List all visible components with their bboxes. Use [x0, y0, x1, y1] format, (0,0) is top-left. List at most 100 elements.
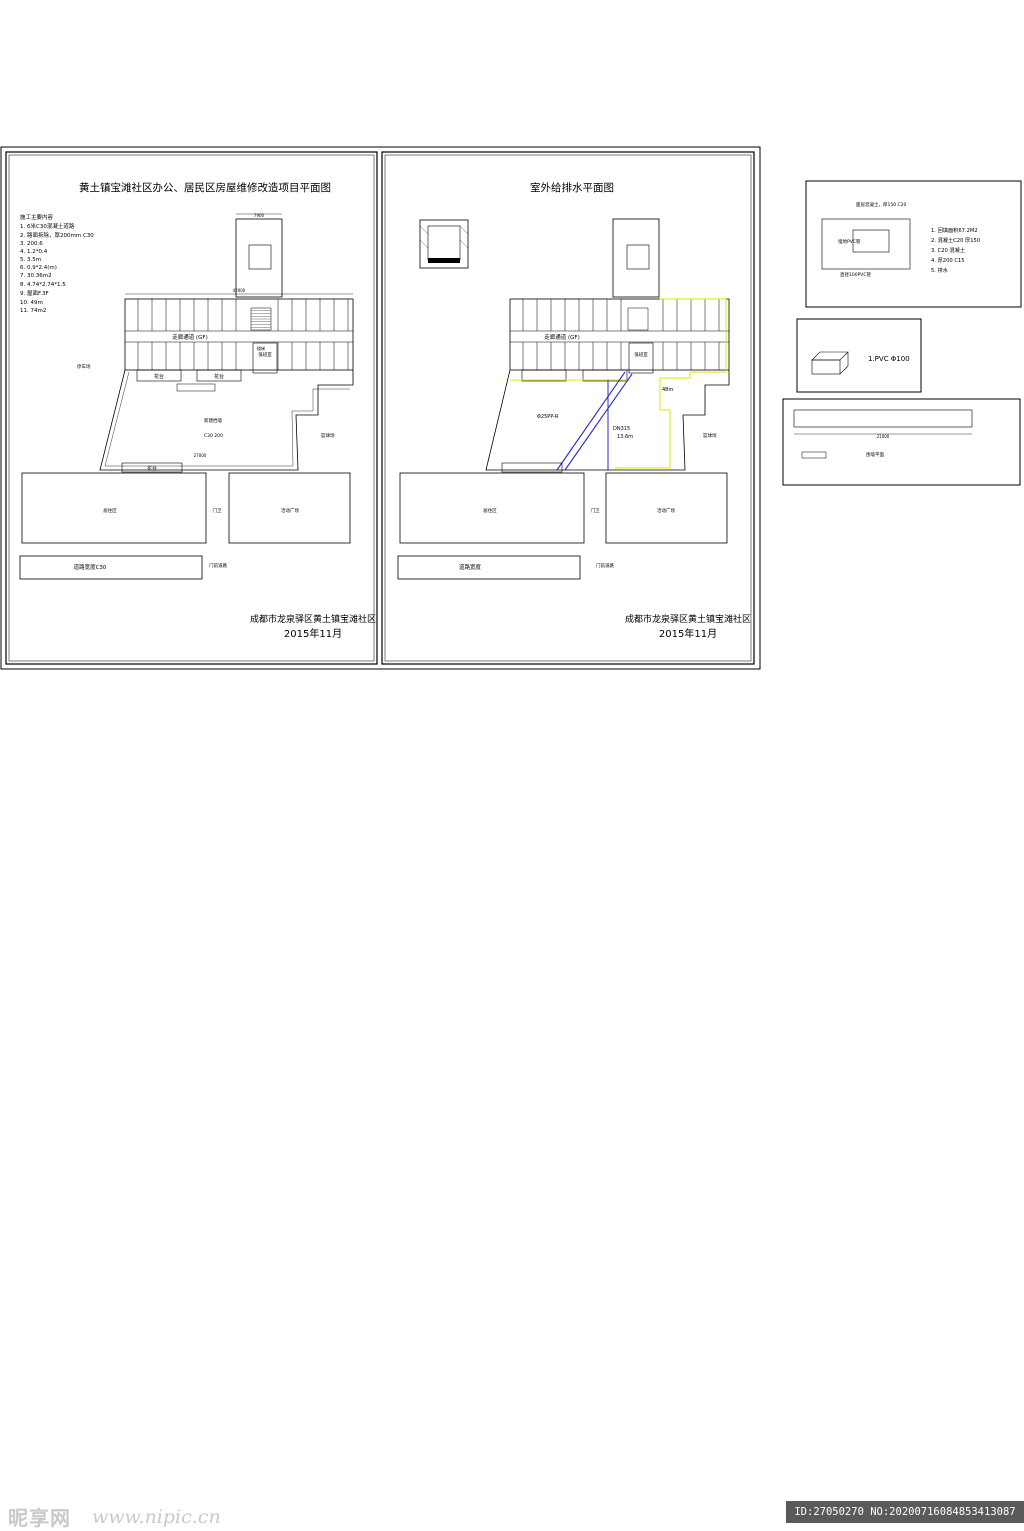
corridor-label-2: 走廊通道 (GF) [544, 333, 579, 341]
sheet1-footer-date: 2015年11月 [284, 627, 342, 640]
note-10: 10. 49m [20, 300, 43, 306]
block-right-label-2: 活动广场 [657, 507, 675, 514]
compound-wall-2 [485, 369, 730, 471]
section-hatch-3 [459, 225, 469, 235]
outer-frame [0, 146, 761, 670]
sheet2-section-detail [419, 219, 469, 269]
detail-a-note-4: 4. 厚200 C15 [931, 257, 965, 264]
block-left-label-2: 居住区 [483, 507, 497, 514]
sheet1-inner-frame [8, 154, 375, 662]
note-9: 9. 屋面F.3F [20, 290, 49, 297]
garden-2-2 [582, 369, 628, 382]
drain-pipe-blue-1 [556, 371, 626, 471]
sheet1-title: 黄土镇宝滩社区办公、居民区房屋维修改造项目平面图 [79, 181, 331, 194]
sheet2-footer-date: 2015年11月 [659, 627, 717, 640]
notes-heading: 施工主要内容 [20, 213, 54, 221]
area-right-label: 篮球场 [321, 432, 335, 439]
detail-c-small [801, 451, 827, 459]
lower-wing-2 [628, 342, 654, 374]
tower-room [248, 244, 272, 270]
dim-bottom: 27000 [194, 453, 207, 458]
gate-label-2: 门卫 [591, 507, 600, 514]
detail-b-label: 1.PVC Φ100 [868, 355, 910, 363]
road-label-s2: 道路宽度 [459, 563, 482, 571]
sheet1-frame [5, 151, 378, 665]
block-left-label: 居住区 [103, 507, 117, 514]
detail-b-frame [796, 318, 922, 393]
section-inner [427, 225, 461, 261]
watermark-url: www.nipic.cn [92, 1506, 221, 1528]
room-label: 值班室 [258, 351, 272, 358]
stair-block-2 [627, 307, 649, 331]
tower [235, 218, 283, 298]
spec2: C30 200 [204, 433, 223, 439]
detail-b: 1.PVC Φ100 [796, 318, 922, 393]
block-right-2 [605, 472, 728, 544]
detail-a-notes: 1. 回填面积67.2M2 2. 混凝土C20 厚150 3. C20 混凝土 … [931, 226, 980, 274]
compound-wall-inner [104, 371, 350, 467]
note-2: 2. 路面拆除，厚200mm C30 [20, 231, 94, 239]
detail-a-outer [821, 218, 911, 270]
area-right-label-2: 篮球场 [703, 432, 717, 439]
pipe-label-1: DN315 [613, 426, 630, 432]
sheet1: 黄土镇宝滩社区办公、居民区房屋维修改造项目平面图 施工主要内容 1. 6米C30… [5, 151, 378, 665]
detail-c-frame [782, 398, 1021, 486]
lower-wing [252, 342, 278, 374]
dim-top: 7900 [254, 213, 265, 218]
block-right-label: 活动广场 [281, 507, 299, 514]
main-building [124, 298, 354, 371]
gate-bed [121, 462, 183, 473]
block-left [21, 472, 207, 544]
section-hatch-2 [419, 239, 429, 249]
pipe-label-2: 13.6m [617, 434, 633, 440]
detail-a-note-2: 2. 混凝土C20 厚150 [931, 236, 980, 244]
detail-a-note-5: 5. 排水 [931, 266, 949, 274]
block-left-2 [399, 472, 585, 544]
sheet1-notes: 施工主要内容 1. 6米C30混凝土道路 2. 路面拆除，厚200mm C30 … [20, 213, 94, 314]
detail-a-inner-label: 埋地PVC管 [838, 238, 861, 245]
tower-2-room [626, 244, 650, 270]
tower-2 [612, 218, 660, 298]
garden-2 [196, 369, 242, 382]
sheet2-frame [381, 151, 755, 665]
detail-a-top-note: 面层混凝土，厚150 C20 [856, 201, 907, 208]
watermark-bar: 昵享网 www.nipic.cn ID:27050270 NO:20200716… [0, 748, 1024, 1530]
spec-box [176, 383, 216, 392]
detail-b-box-top [811, 351, 849, 361]
room-partitions-2 [522, 299, 720, 370]
sheet2-title: 室外给排水平面图 [530, 181, 614, 194]
road-label-2: 门前道路 [209, 562, 227, 569]
note-7: 7. 30.36m2 [20, 273, 52, 279]
compound-wall [99, 369, 354, 471]
detail-a-note-3: 3. C20 混凝土 [931, 246, 965, 254]
detail-a-pipe-label: 直径100PVC管 [840, 271, 872, 278]
garden-label-2: 花台 [214, 373, 224, 380]
corridor-label: 走廊通道 (GF) [172, 333, 207, 341]
sheet2-inner-frame [384, 154, 752, 662]
gate-label: 门卫 [213, 507, 222, 514]
note-4: 4. 1.2*0.4 [20, 249, 48, 255]
note-5: 5. 3.5m [20, 257, 41, 263]
detail-a: 面层混凝土，厚150 C20 埋地PVC管 直径100PVC管 1. 回填面积6… [805, 180, 1022, 308]
note-11: 11. 74m2 [20, 308, 46, 314]
note-1: 1. 6米C30混凝土道路 [20, 222, 75, 230]
section-base [428, 258, 460, 263]
water-pipe-yellow [615, 298, 727, 469]
note-6: 6. 0.9*2.4(m) [20, 265, 57, 271]
pipe-label-3: Φ25PP-R [537, 414, 559, 420]
gate-bed-label: 花台 [147, 465, 157, 472]
road-2 [397, 555, 581, 580]
pipe-label-4: 48m [662, 387, 673, 393]
drain-pipe-blue-2 [564, 373, 633, 471]
garden-1 [136, 369, 182, 382]
watermark-id: ID:27050270 NO:20200716084853413087 [786, 1501, 1024, 1523]
section-hatch-4 [459, 239, 469, 249]
garden-label-1: 花台 [154, 373, 164, 380]
stair-lines-1 [251, 310, 271, 328]
sheet2: 室外给排水平面图 走廊通道 (GF) 值班室 [381, 151, 755, 665]
block-right [228, 472, 351, 544]
gate-bed-2 [501, 462, 563, 473]
detail-c-wall [793, 409, 973, 428]
area-left-label: 停车场 [77, 363, 91, 370]
detail-c-dim: 21000 [877, 434, 890, 439]
